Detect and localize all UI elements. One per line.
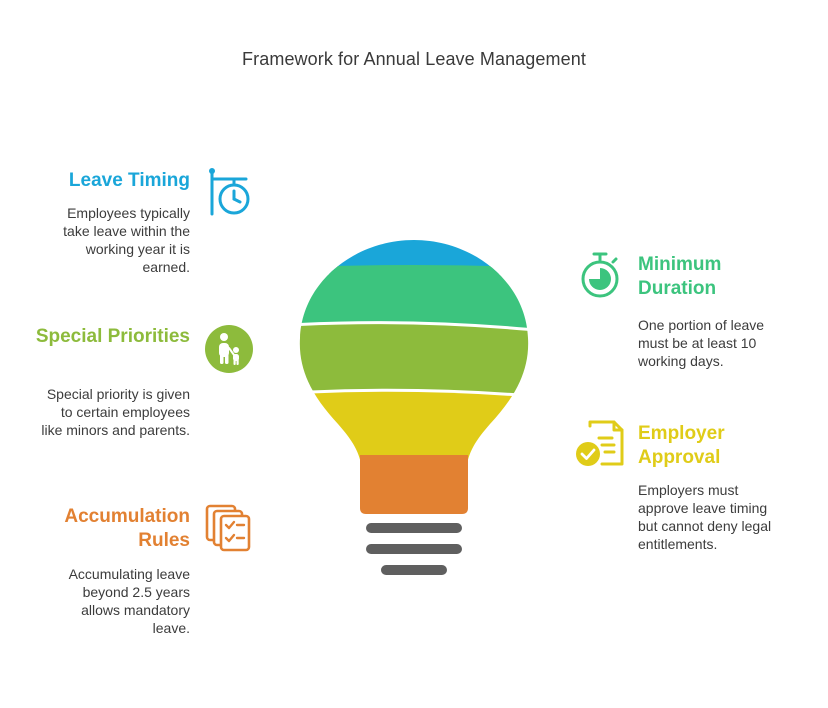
clock-sign-icon bbox=[209, 168, 250, 216]
bulb-base-ring-2 bbox=[366, 544, 462, 554]
bulb-neck-orange bbox=[360, 455, 468, 514]
diagram-title: Framework for Annual Leave Management bbox=[242, 49, 586, 69]
parent-child-icon bbox=[205, 325, 253, 373]
checklist-stack-icon bbox=[205, 504, 251, 552]
approved-document-icon bbox=[576, 420, 624, 466]
leave-timing-heading: Leave Timing bbox=[68, 170, 190, 191]
special-priorities-text: Special priority is given to certain emp… bbox=[41, 386, 190, 438]
special-priorities-heading: Special Priorities bbox=[35, 326, 190, 347]
bulb-base-ring-1 bbox=[366, 523, 462, 533]
minimum-duration-text: One portion of leave must be at least 10… bbox=[638, 317, 765, 369]
minimum-duration-heading: Minimum Duration bbox=[638, 254, 722, 299]
employer-approval-heading: Employer Approval bbox=[638, 423, 725, 468]
leave-timing-text: Employees typically take leave within th… bbox=[63, 205, 190, 275]
bulb-base-ring-3 bbox=[381, 565, 447, 575]
bulb-band-green bbox=[299, 265, 529, 330]
accumulation-rules-heading: Accumulation Rules bbox=[64, 506, 190, 551]
employer-approval-text: Employers must approve leave timing but … bbox=[638, 482, 772, 552]
accumulation-rules-text: Accumulating leave beyond 2.5 years allo… bbox=[68, 566, 190, 636]
stopwatch-icon bbox=[581, 252, 619, 298]
bulb-band-olive bbox=[299, 324, 529, 396]
bulb-band-yellow bbox=[299, 391, 529, 460]
